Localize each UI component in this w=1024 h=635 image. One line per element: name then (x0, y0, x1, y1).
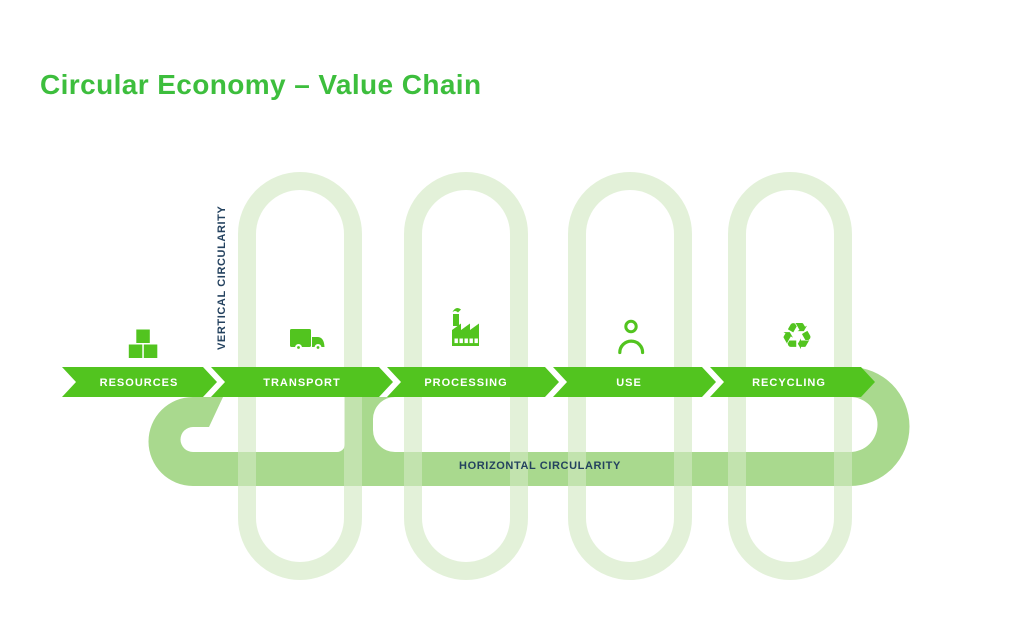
vertical-circularity-label: VERTICAL CIRCULARITY (216, 206, 228, 350)
stage-label-use: USE (616, 377, 642, 389)
stage-label-recycling: RECYCLING (752, 377, 826, 389)
recycling-icon: ♻ (780, 315, 813, 358)
stage-label-processing: PROCESSING (424, 377, 507, 389)
cubes-icon (128, 329, 158, 358)
stage-arrow-transport (211, 367, 393, 397)
truck-icon (290, 329, 325, 351)
stage-arrow-recycling (710, 367, 875, 397)
value-chain-arrows (62, 367, 875, 397)
horizontal-circularity-label: HORIZONTAL CIRCULARITY (459, 460, 621, 472)
stage-arrow-processing (387, 367, 559, 397)
person-icon (618, 319, 645, 355)
stage-label-transport: TRANSPORT (263, 377, 340, 389)
factory-icon (452, 307, 479, 346)
page-title: Circular Economy – Value Chain (40, 69, 482, 100)
stage-label-resources: RESOURCES (100, 377, 179, 389)
stage-arrow-use (553, 367, 716, 397)
stage-arrow-resources (62, 367, 217, 397)
horizontal-circularity-band (148, 367, 910, 487)
